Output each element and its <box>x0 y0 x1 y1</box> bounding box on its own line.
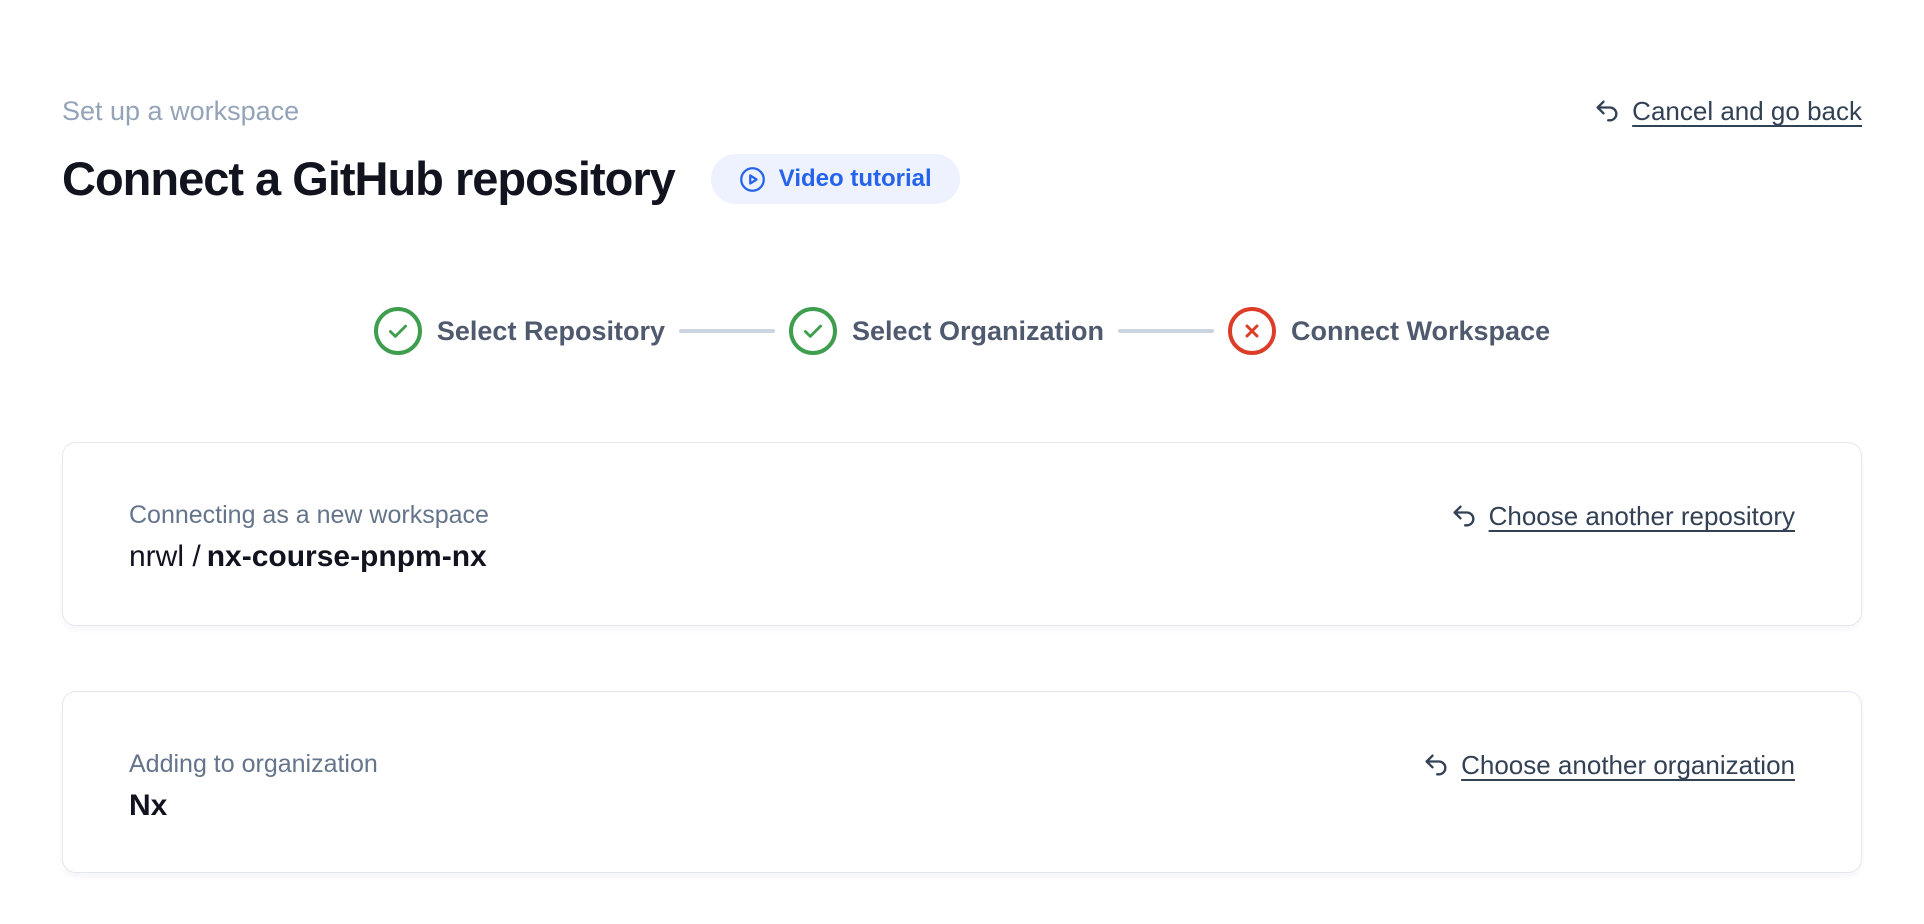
repository-card-label: Connecting as a new workspace <box>129 501 489 529</box>
choose-another-organization-label: Choose another organization <box>1461 750 1795 780</box>
step-label: Select Organization <box>851 315 1105 346</box>
check-circle-icon <box>373 307 422 355</box>
step-label: Select Repository <box>436 315 665 346</box>
choose-another-repository-label: Choose another repository <box>1488 501 1795 531</box>
eyebrow-text: Set up a workspace <box>62 96 300 126</box>
step-connect-workspace: Connect Workspace <box>1228 307 1550 355</box>
repository-card: Connecting as a new workspace nrwl /nx-c… <box>62 442 1862 626</box>
page-title: Connect a GitHub repository <box>62 152 676 205</box>
organization-card: Adding to organization Nx Choose another… <box>62 691 1862 873</box>
video-tutorial-label: Video tutorial <box>778 165 932 192</box>
header-title-row: Connect a GitHub repository Video tutori… <box>62 149 1862 209</box>
choose-another-repository-link[interactable]: Choose another repository <box>1450 500 1795 532</box>
repository-name: nrwl /nx-course-pnpm-nx <box>129 539 489 575</box>
step-connector <box>678 329 775 333</box>
step-select-repository: Select Repository <box>373 307 665 355</box>
step-label: Connect Workspace <box>1291 315 1551 346</box>
check-circle-icon <box>788 307 837 355</box>
header-top-row: Set up a workspace Cancel and go back <box>62 95 1862 129</box>
choose-another-organization-link[interactable]: Choose another organization <box>1422 749 1795 781</box>
step-select-organization: Select Organization <box>788 307 1105 355</box>
video-tutorial-button[interactable]: Video tutorial <box>710 154 960 204</box>
organization-card-label: Adding to organization <box>129 750 378 778</box>
undo-icon <box>1593 97 1621 125</box>
organization-info: Adding to organization Nx <box>129 749 378 824</box>
progress-stepper: Select Repository Select Organization Co… <box>62 306 1862 356</box>
cancel-link-label: Cancel and go back <box>1632 96 1862 126</box>
x-circle-icon <box>1228 307 1277 355</box>
repository-repo: nx-course-pnpm-nx <box>206 540 487 573</box>
play-circle-icon <box>739 166 766 193</box>
repository-owner: nrwl / <box>129 540 201 573</box>
step-connector <box>1118 329 1215 333</box>
repository-info: Connecting as a new workspace nrwl /nx-c… <box>129 500 489 575</box>
cancel-and-go-back-link[interactable]: Cancel and go back <box>1593 95 1862 127</box>
undo-icon <box>1450 502 1478 530</box>
undo-icon <box>1422 751 1450 779</box>
organization-name: Nx <box>129 789 168 822</box>
